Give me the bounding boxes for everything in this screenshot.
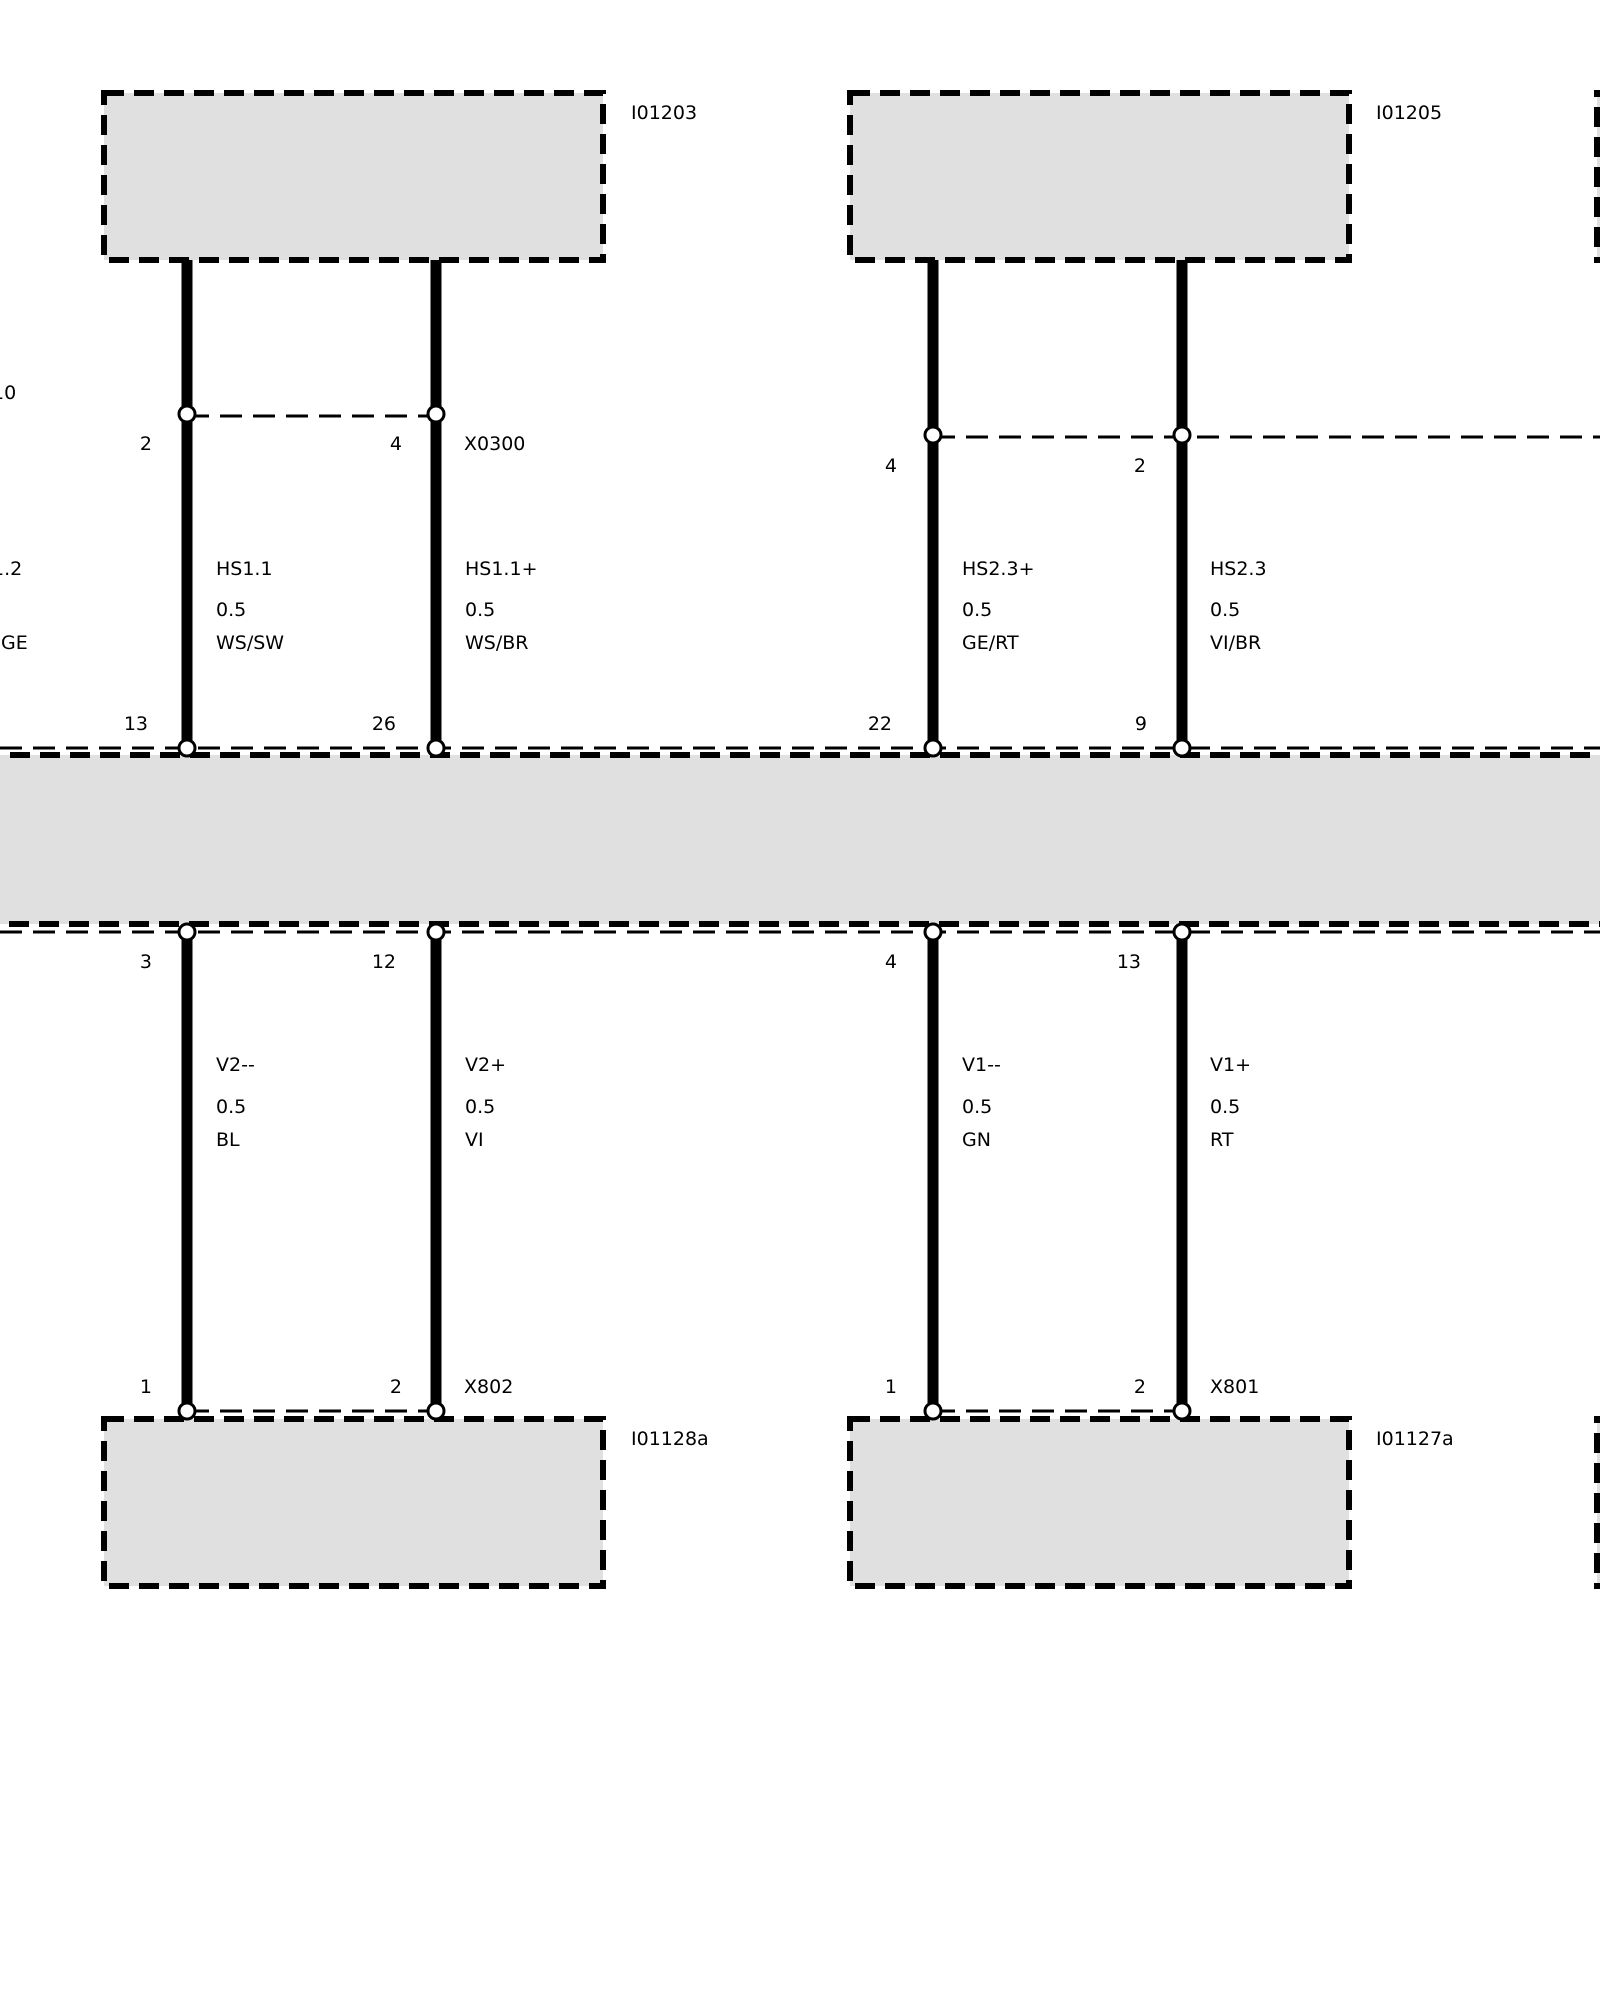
edge-label-b: 1.2 <box>0 558 22 580</box>
connector-label-top: X0300 <box>464 433 525 455</box>
wire-gauge-label: 0.5 <box>216 599 246 621</box>
pin-marker <box>426 922 446 942</box>
wire-gauge-label: 0.5 <box>465 1096 495 1118</box>
wire-signal-label: HS2.3+ <box>962 558 1034 580</box>
wire-signal-label: HS1.1+ <box>465 558 537 580</box>
pin-number: 3 <box>140 951 152 973</box>
wire-signal-label: V2+ <box>465 1054 506 1076</box>
wire-color-label: WS/SW <box>216 632 284 654</box>
pin-number: 22 <box>868 713 892 735</box>
wire-color-label: BL <box>216 1129 240 1151</box>
wire-gauge-label: 0.5 <box>465 599 495 621</box>
component-box-top-left <box>101 90 606 263</box>
wire-color-label: GN <box>962 1129 991 1151</box>
wire-signal-label: HS2.3 <box>1210 558 1267 580</box>
wire-signal-label: V1-- <box>962 1054 1001 1076</box>
pin-number: 2 <box>1134 1376 1146 1398</box>
pin-number: 9 <box>1135 713 1147 735</box>
central-module-box <box>0 752 1600 927</box>
pin-number: 4 <box>885 455 897 477</box>
pin-marker <box>1172 1401 1192 1421</box>
wire-color-label: GE/RT <box>962 632 1019 654</box>
pin-marker <box>426 738 446 758</box>
wire-color-label: WS/BR <box>465 632 529 654</box>
pin-number: 2 <box>140 433 152 455</box>
pin-number: 1 <box>140 1376 152 1398</box>
pin-marker <box>923 1401 943 1421</box>
pin-marker <box>1172 738 1192 758</box>
pin-marker <box>177 404 197 424</box>
pin-marker <box>923 425 943 445</box>
component-box-bottom-right <box>847 1416 1352 1589</box>
edge-label-a: 10 <box>0 382 16 404</box>
pin-marker <box>177 738 197 758</box>
component-box-bottom-edge <box>1594 1416 1600 1589</box>
pin-number: 26 <box>372 713 396 735</box>
wire-signal-label: V2-- <box>216 1054 255 1076</box>
pin-number: 2 <box>390 1376 402 1398</box>
connector-label-bottom-right: X801 <box>1210 1376 1259 1398</box>
wire-signal-label: HS1.1 <box>216 558 273 580</box>
pin-marker <box>923 922 943 942</box>
pin-marker <box>1172 425 1192 445</box>
pin-number: 1 <box>885 1376 897 1398</box>
pin-marker <box>1172 922 1192 942</box>
wire-gauge-label: 0.5 <box>962 1096 992 1118</box>
pin-number: 12 <box>372 951 396 973</box>
wire-gauge-label: 0.5 <box>962 599 992 621</box>
wire-gauge-label: 0.5 <box>1210 1096 1240 1118</box>
pin-marker <box>923 738 943 758</box>
pin-marker <box>426 404 446 424</box>
component-box-bottom-left <box>101 1416 606 1589</box>
pin-marker <box>177 1401 197 1421</box>
component-label-bottom-left: I01128a <box>631 1428 709 1450</box>
component-box-top-right <box>847 90 1352 263</box>
wire-color-label: VI/BR <box>1210 632 1261 654</box>
component-box-top-edge <box>1594 90 1600 263</box>
pin-marker <box>426 1401 446 1421</box>
connector-label-bottom-left: X802 <box>464 1376 513 1398</box>
pin-number: 13 <box>124 713 148 735</box>
pin-number: 13 <box>1117 951 1141 973</box>
pin-number: 4 <box>390 433 402 455</box>
wire-color-label: VI <box>465 1129 484 1151</box>
component-label-top-left: I01203 <box>631 102 697 124</box>
pin-number: 2 <box>1134 455 1146 477</box>
component-label-top-right: I01205 <box>1376 102 1442 124</box>
component-label-bottom-right: I01127a <box>1376 1428 1454 1450</box>
pin-number: 4 <box>885 951 897 973</box>
edge-label-c: GE <box>1 632 28 654</box>
wire-gauge-label: 0.5 <box>1210 599 1240 621</box>
pin-marker <box>177 922 197 942</box>
wire-color-label: RT <box>1210 1129 1234 1151</box>
wire-gauge-label: 0.5 <box>216 1096 246 1118</box>
wire-signal-label: V1+ <box>1210 1054 1251 1076</box>
